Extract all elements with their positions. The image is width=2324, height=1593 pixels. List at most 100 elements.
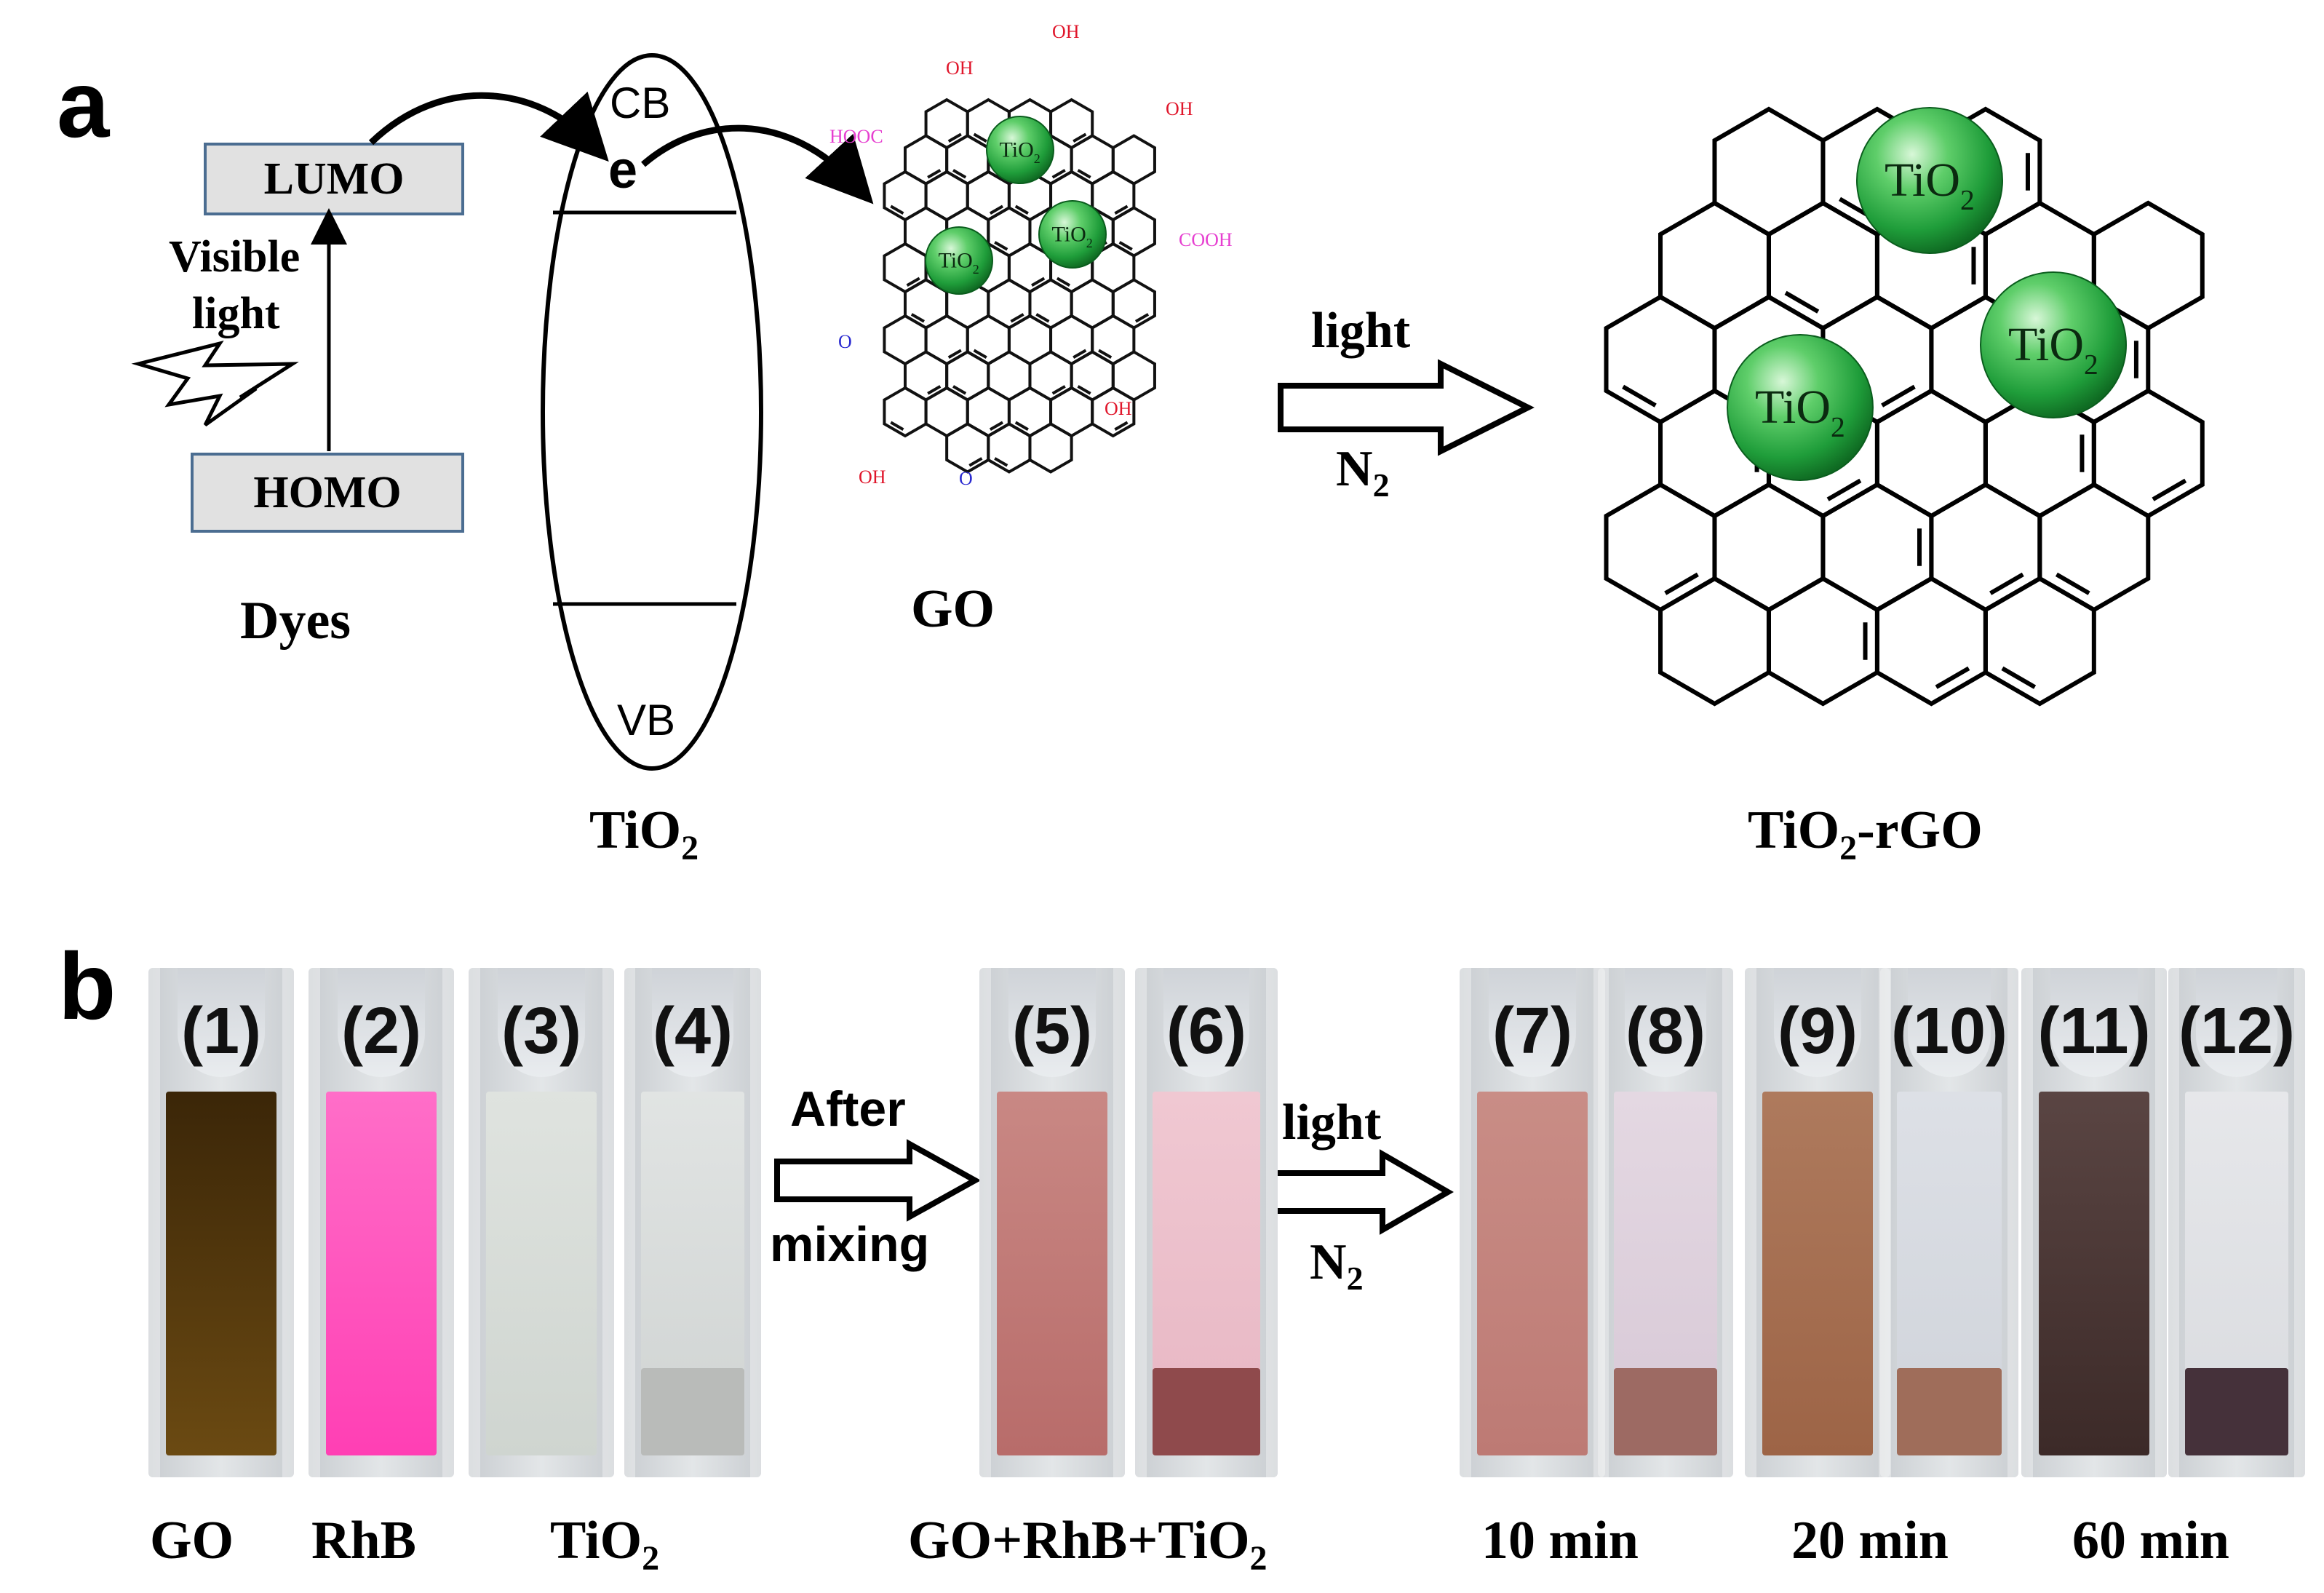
rgo-lattice <box>1604 106 2205 707</box>
go-ring-double-bond <box>973 132 987 143</box>
cuvette-liquid <box>166 1092 276 1455</box>
go-ring-double-bond <box>1114 204 1129 215</box>
rgo-ring <box>1929 482 2042 613</box>
cuvette-wall <box>1598 968 1609 1477</box>
go-ring-double-bond <box>1118 241 1133 251</box>
cuvette-7: (7) <box>1460 968 1605 1477</box>
cuvette-number: (8) <box>1625 995 1706 1068</box>
arrow-a-light-label: light <box>1311 303 1411 359</box>
cuvette-wall <box>2155 968 2167 1477</box>
go-ring-double-bond <box>973 349 987 359</box>
cb-label: CB <box>610 79 671 127</box>
caption-20min: 20 min <box>1791 1511 1949 1570</box>
go-ring-double-bond <box>1010 313 1024 323</box>
cuvette-cap <box>1163 968 1249 1077</box>
cuvette-wall <box>442 968 454 1477</box>
cuvette-wall <box>749 968 761 1477</box>
go-ring-double-bond <box>890 204 904 215</box>
cuvette-wall <box>624 968 636 1477</box>
go-functional-group-label: O <box>959 468 973 489</box>
caption-rhb: RhB <box>311 1511 416 1570</box>
go-ring-double-bond <box>1035 313 1050 323</box>
tio2-rgo-label: TiO2-rGO <box>1748 801 1983 867</box>
go-ring <box>1091 386 1136 438</box>
svg-text:TiO2: TiO2 <box>1051 223 1092 250</box>
go-ring-double-bond <box>1077 169 1091 179</box>
go-ring-double-bond <box>1073 349 1087 359</box>
go-label: GO <box>911 579 995 639</box>
cuvette-number: (4) <box>653 995 733 1068</box>
go-ring-double-bond <box>927 385 942 395</box>
caption-go: GO <box>150 1511 234 1570</box>
visible-light-label-2: light <box>192 289 280 338</box>
cuvette-sediment <box>1614 1368 1717 1455</box>
go-ring <box>987 422 1032 474</box>
cuvette-number: (3) <box>501 995 581 1068</box>
rgo-ring <box>1820 482 1934 613</box>
cuvette-liquid <box>997 1092 1107 1455</box>
go-ring-double-bond <box>1031 277 1046 287</box>
hollow-arrow-b1 <box>774 1139 982 1222</box>
go-ring-double-bond <box>1051 169 1066 179</box>
go-ring <box>1028 422 1073 474</box>
lumo-label: LUMO <box>263 154 405 204</box>
go-functional-group-label: HOOC <box>829 126 883 147</box>
svg-text:TiO2: TiO2 <box>1755 381 1845 442</box>
cuvette-number: (2) <box>341 995 421 1068</box>
rgo-ring-double-bond <box>2001 666 2037 689</box>
electron-label: e <box>608 141 638 199</box>
cuvette-wall <box>2168 968 2180 1477</box>
go-ring-double-bond <box>1014 421 1029 431</box>
rgo-ring-double-bond <box>2152 478 2187 501</box>
cuvette-10: (10) <box>1880 968 2018 1477</box>
cuvette-wall <box>1266 968 1278 1477</box>
rgo-ring <box>1983 576 2096 707</box>
panel-a-letter: a <box>57 51 110 157</box>
go-ring-double-bond <box>906 277 920 287</box>
go-functional-group-label: OH <box>859 466 886 488</box>
lightning-icon <box>131 341 299 427</box>
cuvette-4: (4) <box>624 968 761 1477</box>
homo-box: HOMO <box>191 453 464 533</box>
cuvette-sediment <box>2184 1368 2289 1455</box>
cuvette-sediment <box>1152 1368 1261 1455</box>
rgo-ring-double-bond <box>1784 290 1820 314</box>
rgo-ring-double-bond <box>1664 572 1699 595</box>
cuvette-3: (3) <box>469 968 614 1477</box>
caption-60min: 60 min <box>2072 1511 2229 1570</box>
cuvette-wall <box>1745 968 1756 1477</box>
rgo-ring <box>1874 576 1988 707</box>
rgo-ring-double-bond <box>1826 478 1862 501</box>
svg-text:TiO2: TiO2 <box>938 249 979 277</box>
cuvette-wall <box>282 968 294 1477</box>
go-ring-double-bond <box>989 204 1004 215</box>
cuvette-wall <box>979 968 991 1477</box>
tio2-band-label: TiO2 <box>589 801 699 867</box>
svg-text:TiO2: TiO2 <box>1885 154 1975 215</box>
rgo-tio2-particle: TiO2 <box>1980 271 2127 418</box>
go-ring-double-bond <box>1134 313 1150 323</box>
caption-10min: 10 min <box>1481 1511 1639 1570</box>
go-functional-group-label: OH <box>1166 98 1193 119</box>
rgo-ring <box>1658 576 1771 707</box>
cuvette-wall <box>1722 968 1733 1477</box>
caption-mix: GO+RhB+TiO2 <box>908 1511 1268 1578</box>
cuvette-number: (7) <box>1492 995 1572 1068</box>
cuvette-wall <box>148 968 160 1477</box>
caption-tio2: TiO2 <box>550 1511 660 1578</box>
cuvette-cap <box>1008 968 1096 1077</box>
rgo-ring <box>1712 482 1826 613</box>
homo-label: HOMO <box>253 467 402 517</box>
go-ring-double-bond <box>1114 421 1129 431</box>
cuvette-wall <box>2293 968 2305 1477</box>
lumo-box: LUMO <box>204 143 464 215</box>
rgo-ring-double-bond <box>1622 384 1657 408</box>
go-ring-double-bond <box>952 385 967 395</box>
cuvette-2: (2) <box>309 968 454 1477</box>
cuvette-number: (6) <box>1166 995 1246 1068</box>
rgo-ring-double-bond <box>1935 666 1970 689</box>
cuvette-wall <box>2007 968 2018 1477</box>
cuvette-wall <box>469 968 480 1477</box>
